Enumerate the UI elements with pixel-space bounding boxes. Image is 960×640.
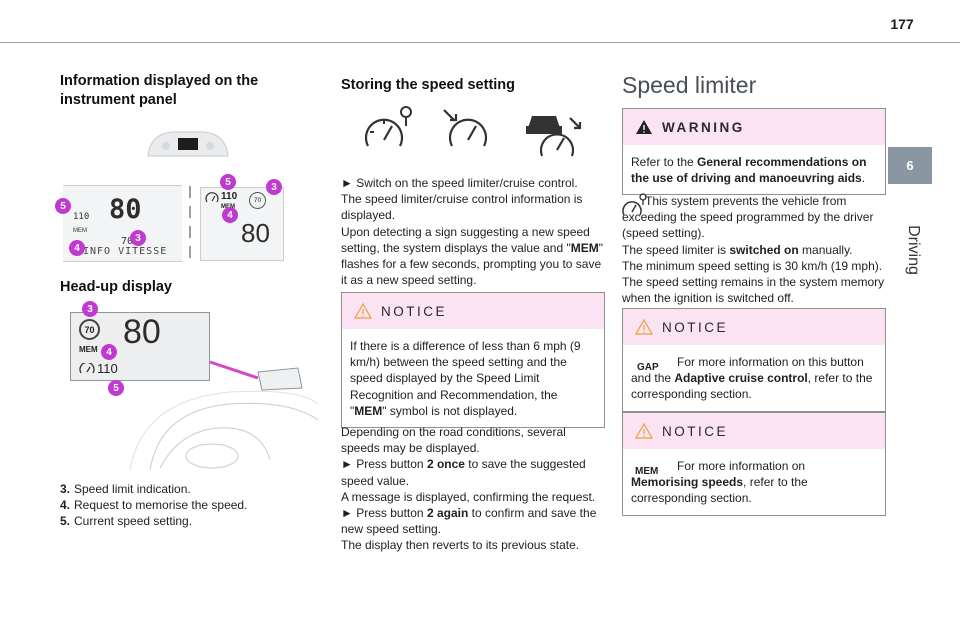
hud-mem: MEM (79, 345, 98, 354)
notice-box-gap: NOTICE GAP For more information on this … (622, 308, 886, 412)
legend-list: 3.Speed limit indication. 4.Request to m… (60, 481, 310, 530)
hud-speedometer-icon (79, 363, 95, 374)
notice-box-header: NOTICE (342, 293, 604, 329)
notice-mem-body: MEM For more information on Memorising s… (631, 459, 808, 506)
para-reverts: The display then reverts to its previous… (341, 538, 580, 553)
step-press-once: Press button 2 once to save the suggeste… (341, 456, 605, 488)
notice-mem-header: NOTICE (623, 413, 885, 449)
notice-title: NOTICE (381, 303, 448, 319)
panel-b-set-speed: 110 (221, 191, 238, 202)
warning-title: WARNING (662, 119, 745, 135)
heading-instrument-panel: Information displayed on the instrument … (60, 73, 259, 108)
warning-icon (636, 120, 652, 134)
panel-a-bottom-text: INFO VITESSE (83, 246, 168, 257)
heading-speed-limiter: Speed limiter (622, 72, 757, 98)
hud-display: 70 80 MEM 110 (70, 312, 210, 381)
panel-a-limit: 70 (121, 236, 134, 247)
notice-icon (635, 423, 653, 439)
marker-4: 4 (69, 240, 85, 256)
legend-item: 3.Speed limit indication. (60, 482, 191, 496)
panel-divider (189, 186, 191, 260)
chapter-tab[interactable]: 6 (888, 147, 932, 184)
heading-head-up-display: Head-up display (60, 279, 172, 295)
page-number: 177 (890, 16, 914, 32)
marker-5b: 5 (220, 174, 236, 190)
para-minimum-speed: The minimum speed setting is 30 km/h (19… (622, 258, 883, 273)
hud-set-speed: 110 (97, 361, 118, 376)
panel-b-limit: 70 (253, 197, 262, 204)
notice-gap-body: GAP For more information on this button … (631, 355, 873, 402)
notice-box-mem: NOTICE If there is a difference of less … (341, 292, 605, 429)
para-switched-on: The speed limiter is switched on manuall… (622, 242, 853, 257)
para-memory: The speed setting remains in the system … (622, 275, 885, 306)
hud-limit-sign: 70 (79, 319, 100, 340)
panel-b-limit-sign: 70 (249, 192, 266, 209)
storing-steps-block: Depending on the road conditions, severa… (341, 424, 605, 554)
legend-item: 5.Current speed setting. (60, 514, 193, 529)
para-info-displayed: The speed limiter/cruise control informa… (341, 192, 583, 223)
dashboard-overview-icon (147, 131, 229, 157)
notice-icon (635, 319, 653, 335)
para-sign-detected: Upon detecting a sign suggesting a new s… (341, 224, 603, 288)
notice-body: If there is a difference of less than 6 … (350, 339, 581, 418)
gap-button-icon: GAP (637, 362, 659, 373)
panel-b-speed: 80 (241, 218, 270, 248)
legend-item: 4.Request to memorise the speed. (60, 498, 248, 513)
adaptive-cruise-icon (526, 116, 582, 157)
notice-box-mem-col3: NOTICE MEM For more information on Memor… (622, 412, 886, 516)
marker-4c: 4 (101, 344, 117, 360)
mem-button-icon: MEM (635, 466, 659, 477)
column-speed-limiter: Speed limiter (622, 72, 886, 98)
warning-body: Refer to the General recommendations on … (631, 155, 867, 186)
panel-a-small-speed: 110 (73, 212, 90, 222)
speedometer-icon (205, 192, 219, 203)
chapter-label: Driving (905, 225, 922, 275)
warning-box-header: WARNING (623, 109, 885, 145)
windscreen-illustration (129, 360, 319, 471)
heading-storing-speed: Storing the speed setting (341, 77, 516, 93)
notice-icon (354, 303, 372, 319)
notice-gap-header: NOTICE (623, 309, 885, 345)
notice-mem-title: NOTICE (662, 423, 729, 439)
hud-speed: 80 (123, 313, 161, 351)
column-instrument-panel: Information displayed on the instrument … (60, 72, 320, 110)
panel-a-speed: 80 (109, 194, 142, 225)
speed-limiter-small-icon (622, 193, 647, 216)
cruise-control-icon (443, 109, 488, 147)
panel-a-mem-icon: MEM (73, 228, 87, 234)
instrument-panel-b: 110 MEM 70 80 (200, 187, 284, 261)
marker-4b: 4 (222, 207, 238, 223)
marker-3: 3 (130, 230, 146, 246)
para-road-conditions: Depending on the road conditions, severa… (341, 425, 566, 456)
para-message-displayed: A message is displayed, confirming the r… (341, 489, 596, 504)
storing-text-block: Switch on the speed limiter/cruise contr… (341, 175, 605, 288)
header-rule (0, 42, 960, 43)
marker-3b: 3 (266, 179, 282, 195)
notice-gap-title: NOTICE (662, 319, 729, 335)
step-switch-on: Switch on the speed limiter/cruise contr… (341, 175, 605, 191)
warning-box: WARNING Refer to the General recommendat… (622, 108, 886, 196)
speed-limiter-text: This system prevents the vehicle from ex… (622, 193, 886, 306)
hud-limit: 70 (84, 324, 95, 335)
chapter-number: 6 (906, 158, 914, 173)
marker-5c: 5 (108, 380, 124, 396)
speed-limiter-icon (364, 106, 412, 147)
marker-5: 5 (55, 198, 71, 214)
para-intro: This system prevents the vehicle from ex… (622, 194, 874, 241)
column-storing-speed: Storing the speed setting (341, 72, 605, 95)
marker-3c: 3 (82, 301, 98, 317)
step-press-again: Press button 2 again to confirm and save… (341, 505, 605, 537)
